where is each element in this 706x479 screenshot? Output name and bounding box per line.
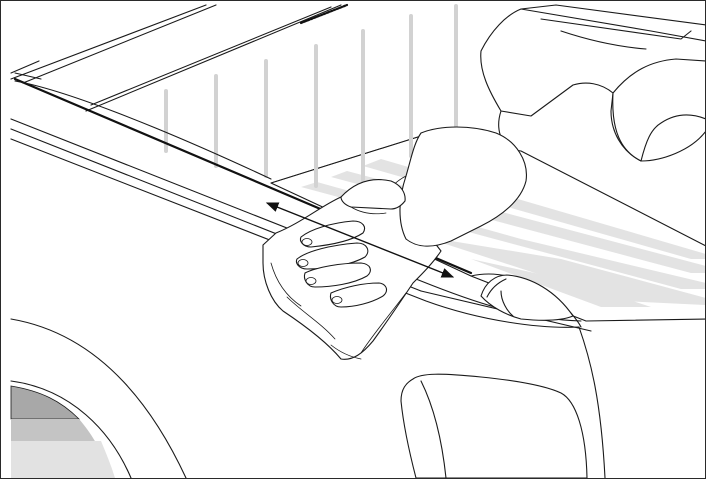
tail-light-housing <box>401 374 587 478</box>
truck-cab <box>481 5 705 161</box>
wheel-arch <box>11 319 186 478</box>
